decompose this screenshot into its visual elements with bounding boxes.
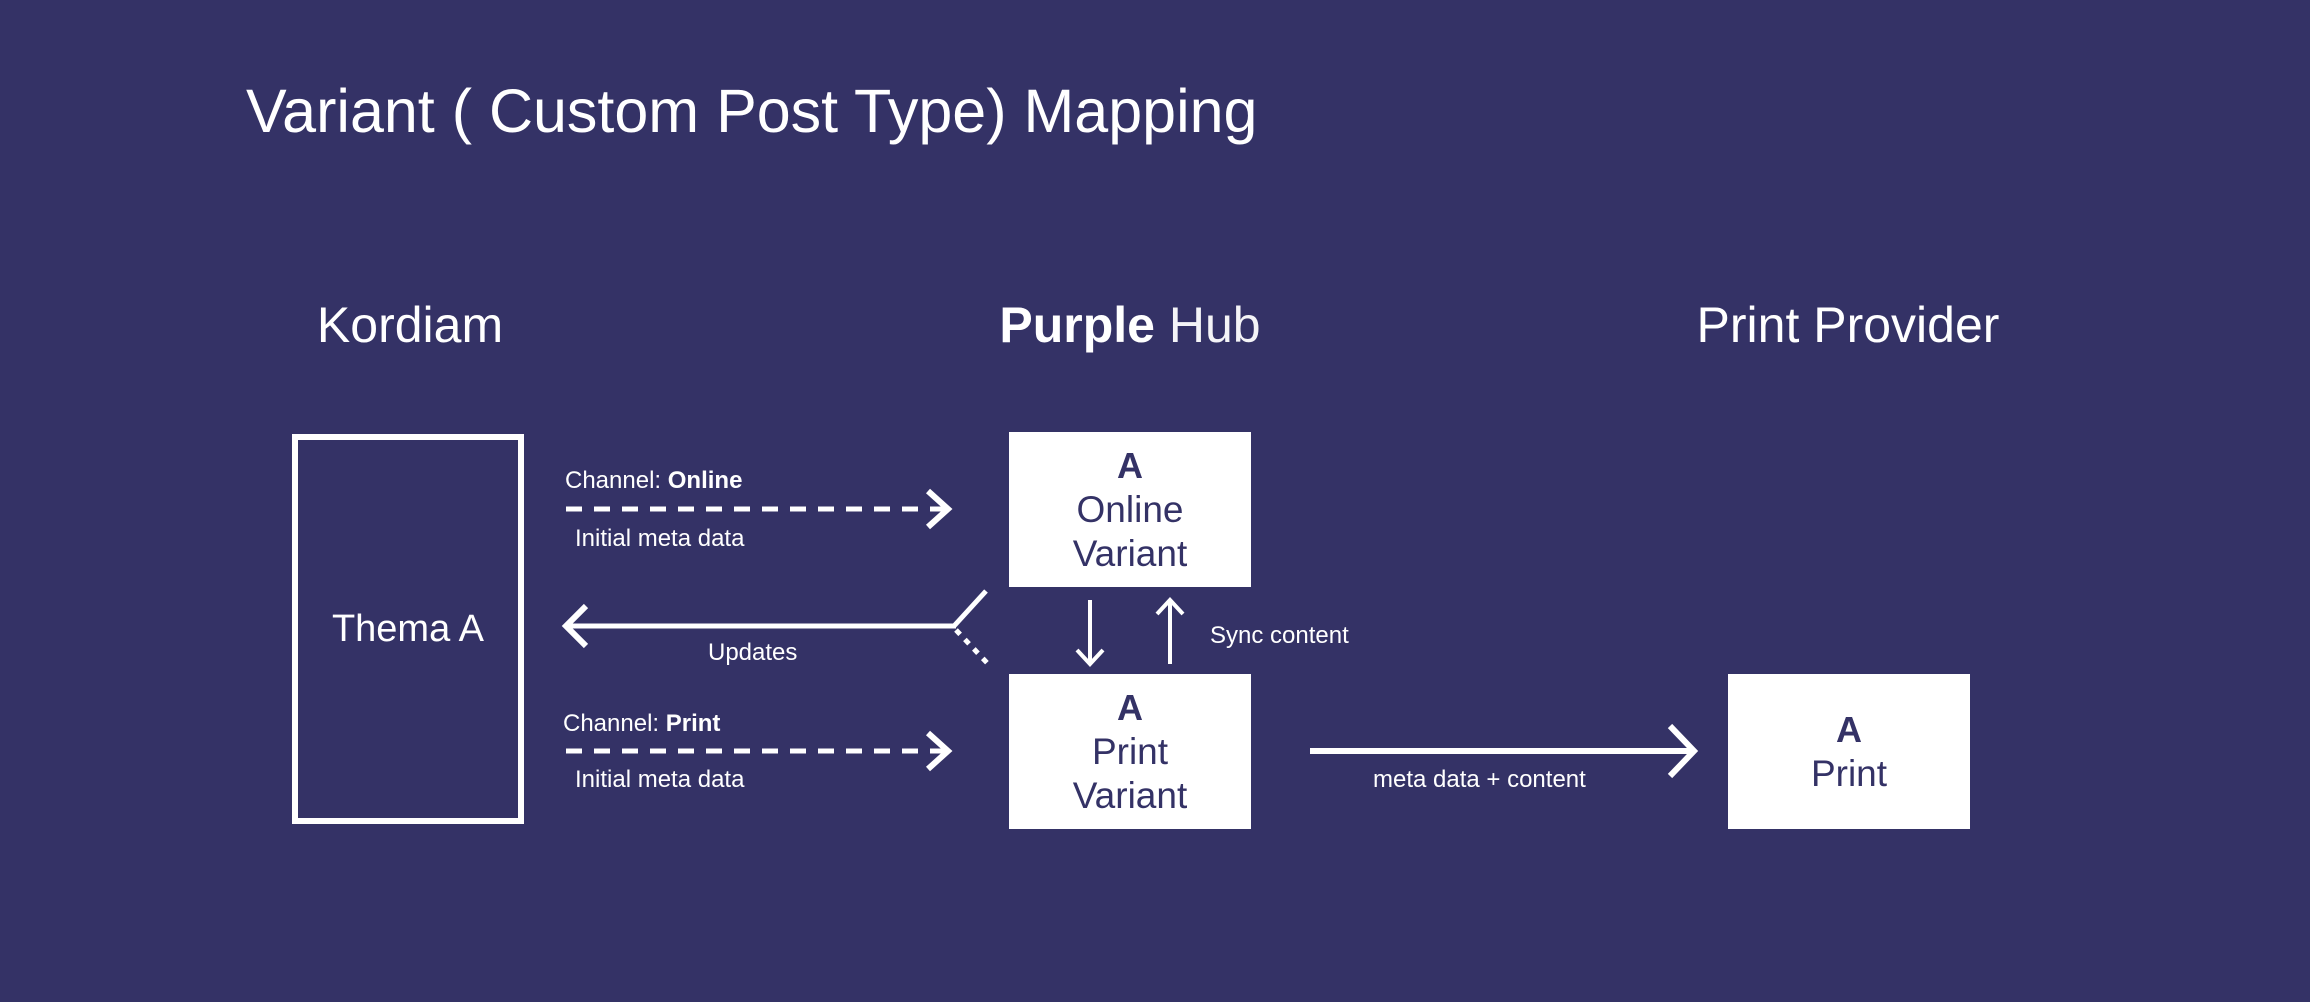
print-variant-line2: Variant bbox=[1072, 774, 1188, 816]
updates-arrowhead bbox=[561, 603, 589, 649]
sync-up-arrowhead bbox=[1155, 597, 1185, 616]
print-output-card: A Print bbox=[1728, 674, 1970, 829]
initial-meta-online-label: Initial meta data bbox=[575, 525, 745, 552]
meta-content-label: meta data + content bbox=[1373, 766, 1586, 793]
channel-online-value: Online bbox=[667, 467, 743, 494]
channel-print-label: Channel: Print bbox=[563, 710, 720, 738]
updates-branch-dotted bbox=[954, 628, 992, 668]
online-variant-card: A Online Variant bbox=[1009, 432, 1251, 587]
online-variant-letter: A bbox=[1117, 444, 1143, 486]
hub-name-bold: Purple bbox=[999, 297, 1155, 353]
column-header-purple-hub: Purple Hub bbox=[880, 296, 1380, 354]
meta-content-arrowhead bbox=[1667, 723, 1699, 779]
print-variant-card: A Print Variant bbox=[1009, 674, 1251, 829]
print-variant-letter: A bbox=[1117, 686, 1143, 728]
channel-online-prefix: Channel: bbox=[565, 467, 668, 494]
initial-meta-print-label: Initial meta data bbox=[575, 766, 745, 793]
channel-print-prefix: Channel: bbox=[563, 710, 666, 737]
print-variant-line1: Print bbox=[1091, 730, 1169, 772]
column-header-kordiam: Kordiam bbox=[316, 297, 504, 353]
thema-label: Thema A bbox=[331, 607, 485, 650]
sync-content-label: Sync content bbox=[1210, 622, 1349, 649]
online-channel-arrowhead bbox=[925, 488, 953, 530]
print-channel-arrowhead bbox=[925, 730, 953, 772]
print-output-line1: Print bbox=[1810, 752, 1888, 794]
online-variant-line1: Online bbox=[1076, 488, 1184, 530]
column-header-print-provider: Print Provider bbox=[1696, 297, 2000, 353]
page-title: Variant ( Custom Post Type) Mapping bbox=[246, 77, 1258, 145]
print-output-letter: A bbox=[1836, 708, 1862, 750]
channel-print-value: Print bbox=[665, 710, 721, 737]
channel-online-label: Channel: Online bbox=[565, 467, 742, 495]
sync-down-arrowhead bbox=[1075, 648, 1105, 667]
kordiam-thema-box: Thema A bbox=[292, 434, 524, 824]
updates-label: Updates bbox=[708, 639, 798, 666]
updates-branch-solid bbox=[952, 589, 988, 628]
hub-name-light: Hub bbox=[1154, 297, 1261, 353]
online-variant-line2: Variant bbox=[1072, 532, 1188, 574]
